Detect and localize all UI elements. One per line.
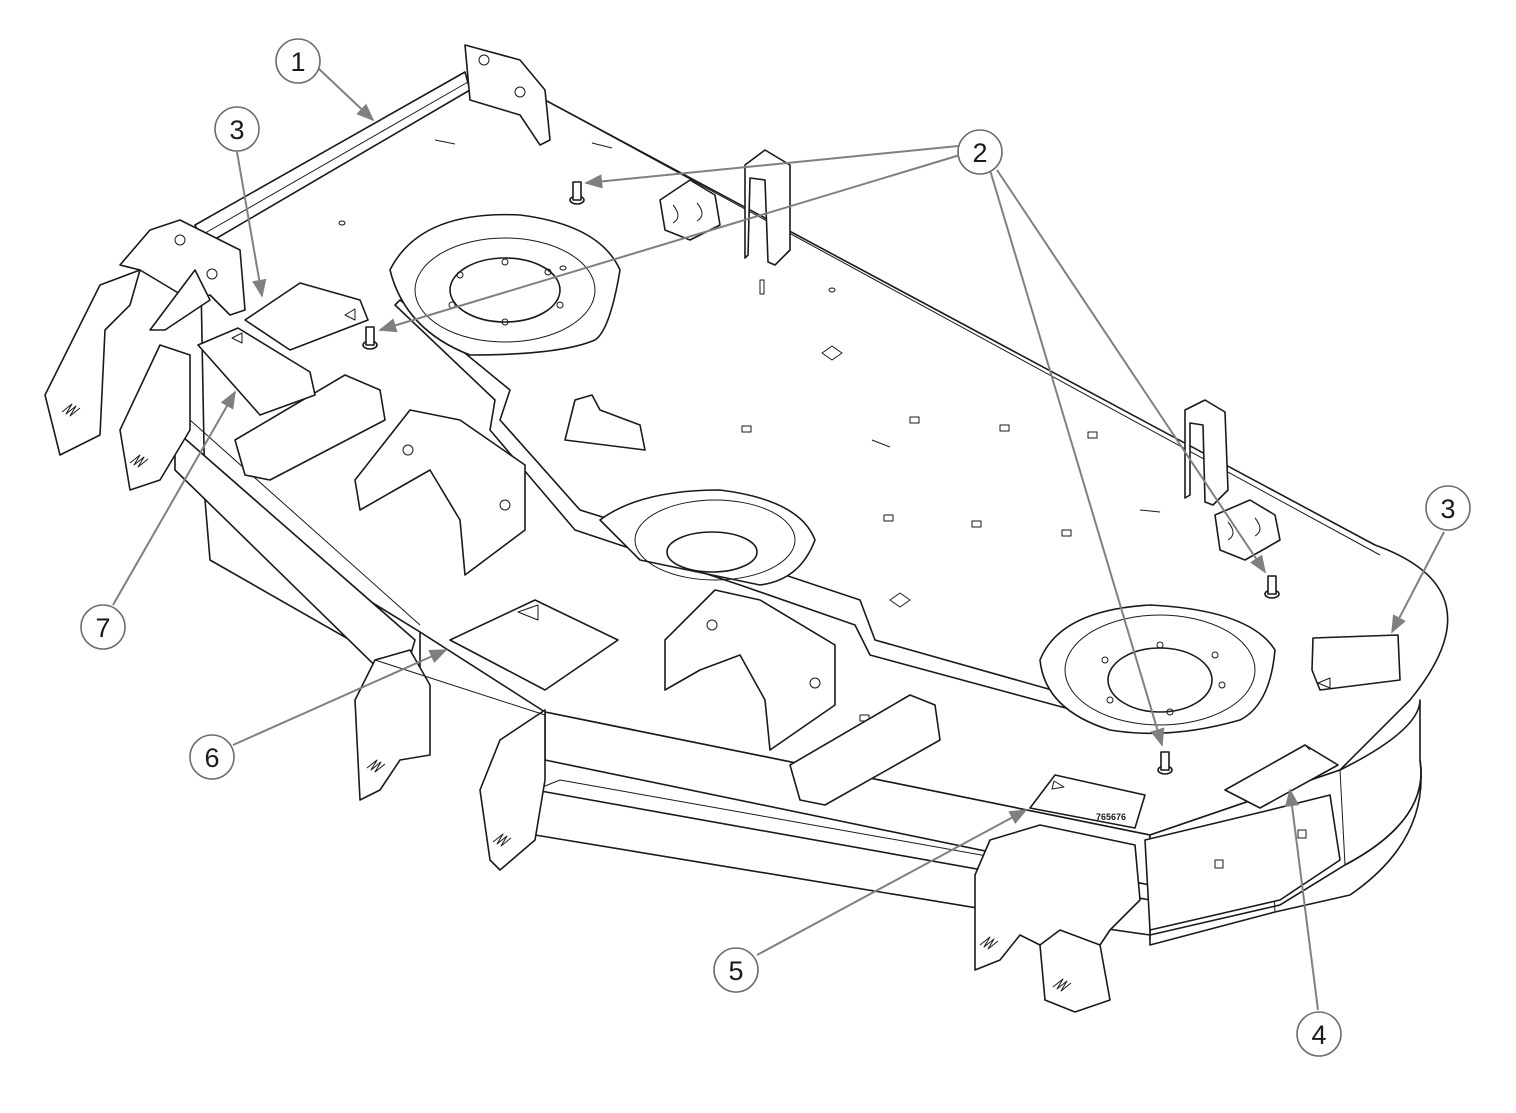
svg-text:1: 1 [290,47,305,77]
callout-3-right: 3 [1425,485,1471,531]
callouts: 1 2 3 3 4 5 6 7 [80,38,1471,1057]
callout-1: 1 [275,38,321,84]
decals: 765676 [197,282,1401,829]
stud-pin [1157,751,1173,775]
decal-4 [1224,744,1339,809]
callout-4: 4 [1296,1011,1342,1057]
callout-7: 7 [80,604,126,650]
decal-7 [197,327,316,416]
callout-3-left: 3 [214,106,260,152]
svg-text:6: 6 [204,743,219,773]
spindle-left [389,213,621,356]
decal-6 [449,599,619,691]
decal-part-number: 765676 [1096,812,1126,822]
logo-marks [61,403,1072,992]
svg-text:3: 3 [1440,494,1455,524]
svg-text:3: 3 [229,115,244,145]
callout-6: 6 [189,734,235,780]
svg-text:7: 7 [95,613,110,643]
stud-pin [569,181,585,205]
stud-pin [1264,575,1280,599]
spindle-right [1039,604,1276,735]
stud-pin [362,326,378,350]
deck-right-skirt-lower [1149,759,1422,946]
front-left-hanger [354,649,431,801]
svg-text:2: 2 [972,138,987,168]
svg-text:5: 5 [728,956,743,986]
stud-pins [362,181,1280,775]
svg-text:4: 4 [1311,1020,1326,1050]
deck-slots [338,139,1161,722]
left-hanger-inner [119,344,191,491]
brackets [44,44,1341,1013]
leader-lines [112,67,1445,1011]
spindle-center [599,489,816,586]
callout-5: 5 [713,947,759,993]
decal-3-left [244,282,369,351]
decal-3-right [1311,634,1401,691]
callout-2: 2 [957,129,1003,175]
